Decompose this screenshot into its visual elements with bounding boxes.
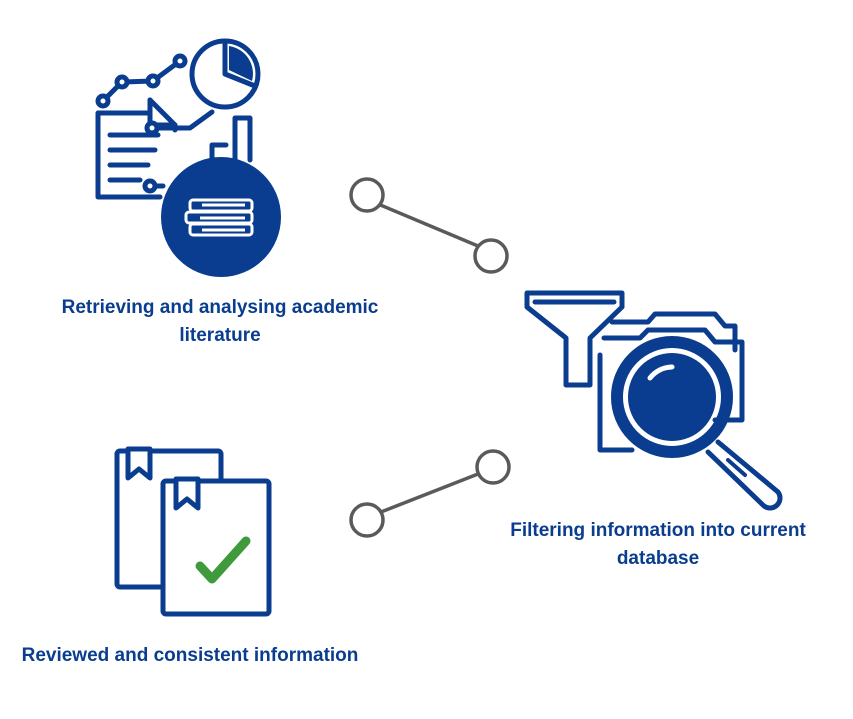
- connector-1: [349, 177, 509, 274]
- funnel-magnifier-icon: [524, 290, 783, 511]
- checkmark-icon: [195, 536, 251, 584]
- step-label-reviewed: Reviewed and consistent information: [21, 645, 359, 666]
- step-label-retrieving: Retrieving and analysing academic litera…: [61, 297, 379, 346]
- step-label-filtering: Filtering information into current datab…: [510, 520, 806, 569]
- checked-documents-icon: [114, 446, 272, 617]
- research-documents-books-icon: [95, 38, 281, 277]
- connector-2: [349, 449, 511, 538]
